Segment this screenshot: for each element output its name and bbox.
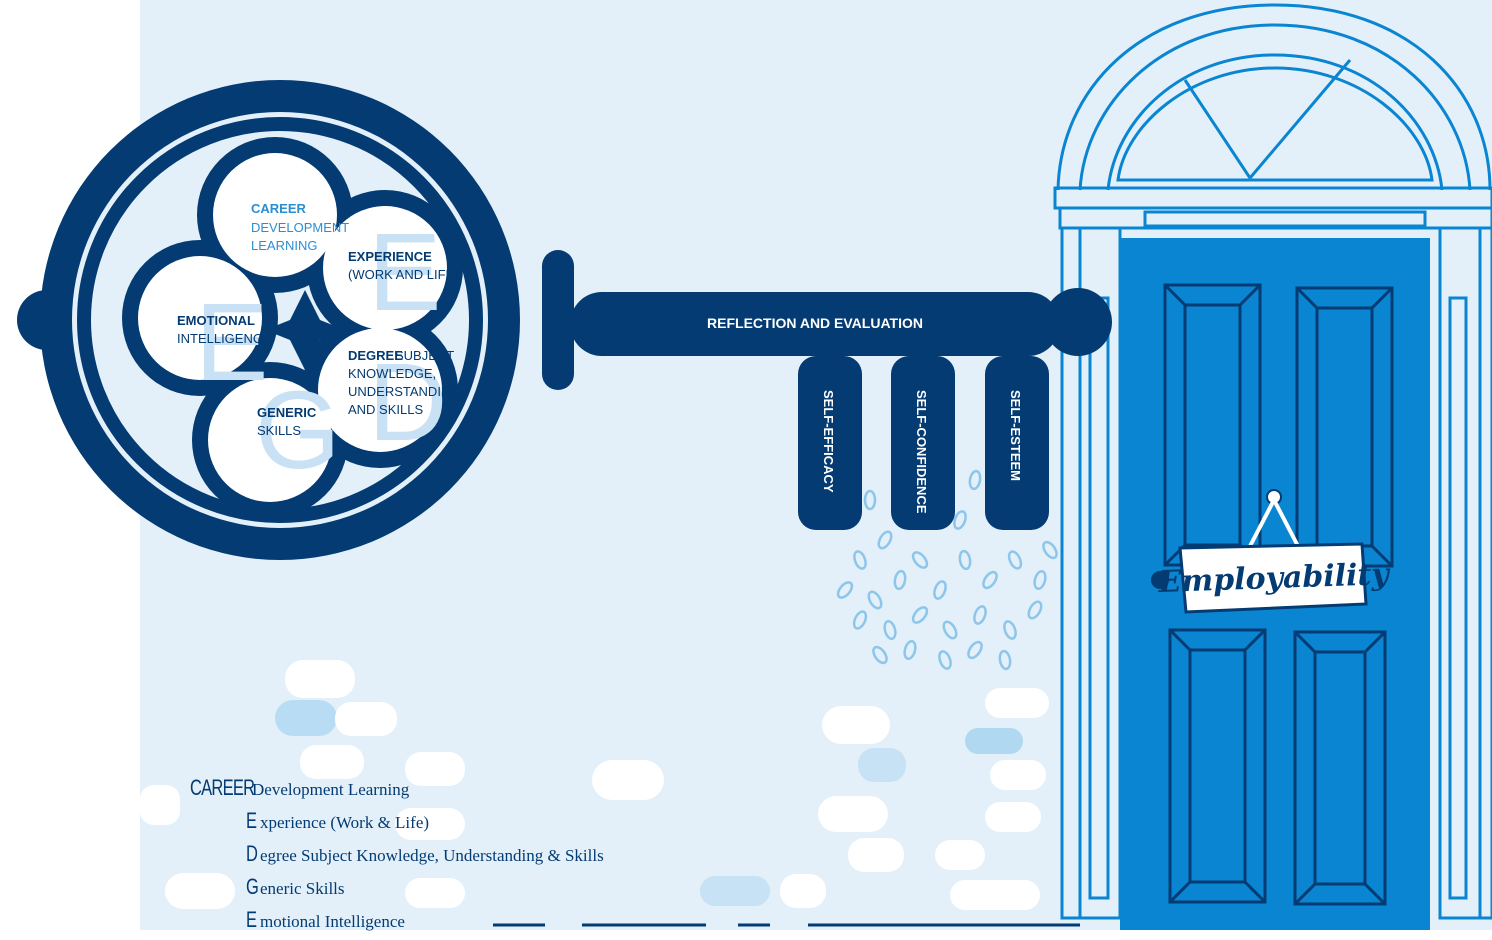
legend-row-generic: G eneric Skills [190,874,604,907]
legend-text: eneric Skills [260,879,345,899]
tooth-label-self-esteem: SELF-ESTEEM [1008,390,1023,481]
career-edge-legend: CAREER Development Learning E xperience … [190,775,604,940]
legend-text: egree Subject Knowledge, Understanding &… [260,846,604,866]
key-tip [1044,288,1112,356]
legend-text: xperience (Work & Life) [260,813,429,833]
label-experience: EXPERIENCE [348,249,432,264]
key-teeth: SELF-EFFICACY SELF-CONFIDENCE SELF-ESTEE… [798,356,1049,530]
key-collar [542,250,574,390]
label-career: CAREER [251,201,307,216]
legend-letter: G [246,874,257,900]
label-emotional: EMOTIONAL [177,313,255,328]
label-generic-sub: SKILLS [257,423,301,438]
label-experience-sub: (WORK AND LIFE) [348,267,459,282]
label-degree-knowledge: KNOWLEDGE, [348,366,436,381]
label-generic: GENERIC [257,405,317,420]
legend-letter: E [246,808,257,834]
label-career-learning: LEARNING [251,238,317,253]
shaft-label: REFLECTION AND EVALUATION [707,315,923,331]
legend-row-career: CAREER Development Learning [190,775,604,808]
legend-row-degree: D egree Subject Knowledge, Understanding… [190,841,604,874]
tooth-label-self-confidence: SELF-CONFIDENCE [914,390,929,514]
legend-letter: D [246,841,257,867]
legend-row-experience: E xperience (Work & Life) [190,808,604,841]
label-emotional-sub: INTELLIGENCE [177,331,271,346]
label-degree-understanding: UNDERSTANDING [348,384,460,399]
legend-text: Development Learning [252,780,409,800]
legend-text: motional Intelligence [260,912,405,932]
label-degree-skills: AND SKILLS [348,402,423,417]
label-career-dev: DEVELOPMENT [251,220,349,235]
label-degree-subject: SUBJECT [395,348,454,363]
legend-letter: E [246,907,257,933]
tooth-label-self-efficacy: SELF-EFFICACY [821,390,836,493]
legend-row-emotional: E motional Intelligence [190,907,604,940]
legend-letter: CAREER [190,775,237,801]
